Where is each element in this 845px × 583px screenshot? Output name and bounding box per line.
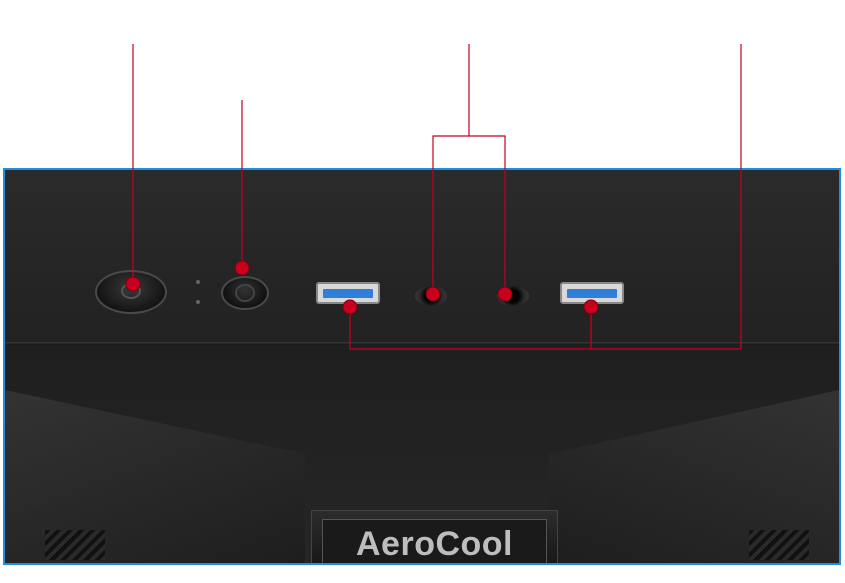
front-panel-photo: AeroCool bbox=[3, 168, 841, 565]
power-led bbox=[196, 280, 200, 284]
reset-icon bbox=[235, 284, 255, 302]
power-icon bbox=[121, 283, 141, 299]
usb-slot-icon bbox=[323, 289, 373, 298]
audio-jack-2[interactable] bbox=[497, 286, 529, 306]
vent-left bbox=[45, 530, 105, 560]
usb-slot-icon bbox=[567, 289, 617, 298]
audio-jack-1[interactable] bbox=[415, 286, 447, 306]
usb-3-port-1[interactable] bbox=[316, 282, 380, 304]
logo-plate: AeroCool bbox=[322, 519, 547, 563]
logo-badge: AeroCool bbox=[311, 510, 558, 563]
usb-3-port-2[interactable] bbox=[560, 282, 624, 304]
vent-right bbox=[749, 530, 809, 560]
top-io-panel bbox=[5, 170, 839, 344]
reset-button[interactable] bbox=[221, 276, 269, 310]
brand-logo: AeroCool bbox=[356, 525, 513, 563]
power-button[interactable] bbox=[95, 270, 167, 314]
hdd-led bbox=[196, 300, 200, 304]
